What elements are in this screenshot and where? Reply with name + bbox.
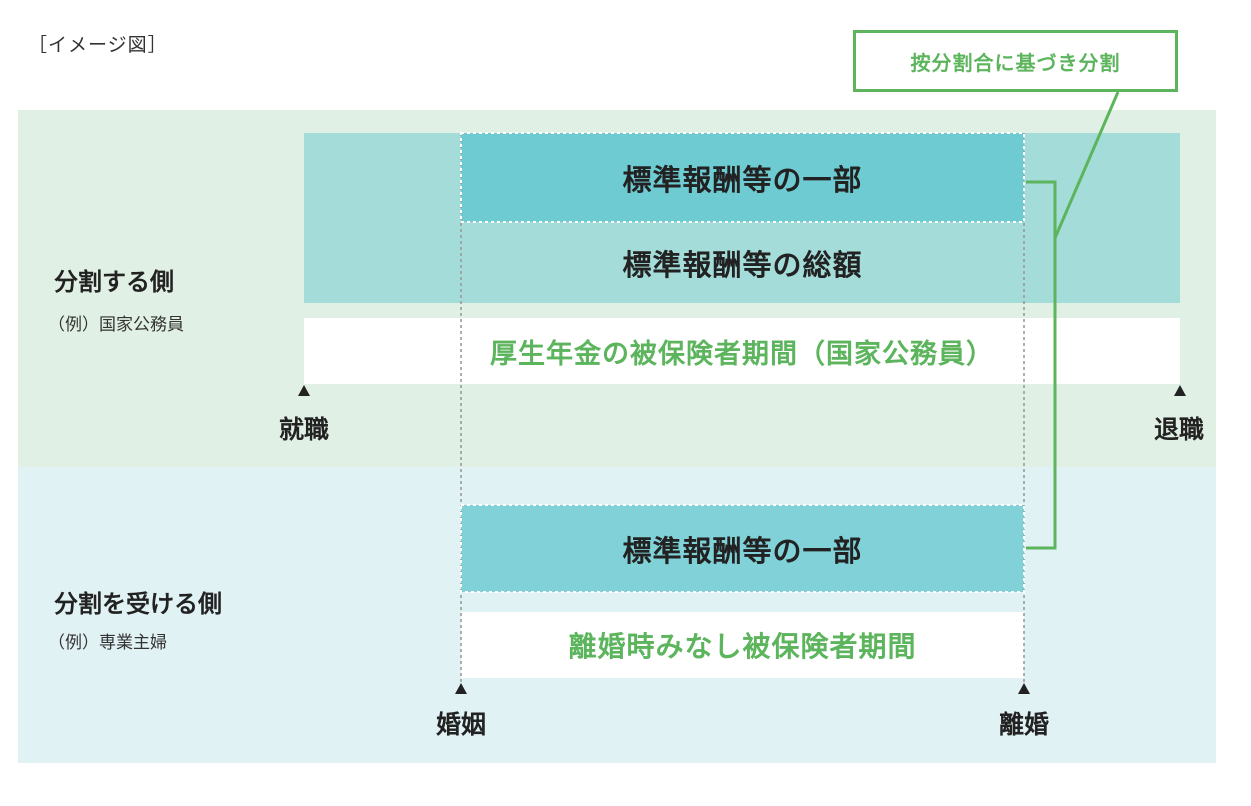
callout-pointer <box>1053 91 1120 239</box>
divided-portion-label-top: 標準報酬等の一部 <box>622 162 863 197</box>
retirement-marker <box>1174 385 1186 396</box>
portion-bottom-outline <box>460 504 1025 593</box>
deemed-insured-period-label: 離婚時みなし被保険者期間 <box>568 630 917 663</box>
receiver-title: 分割を受ける側 <box>54 590 222 618</box>
split-bracket <box>1026 180 1057 550</box>
divorce-marker <box>1018 683 1030 694</box>
receiver-example: （例）専業主婦 <box>48 633 167 653</box>
split-ratio-callout: 按分割合に基づき分割 <box>853 30 1178 92</box>
divided-portion-block-top <box>461 133 1024 222</box>
image-label: ［イメージ図］ <box>28 34 168 56</box>
start-employment-label: 就職 <box>278 415 329 444</box>
start-employment-marker <box>298 385 310 396</box>
total-remuneration-label: 標準報酬等の総額 <box>622 247 863 282</box>
marriage-marker <box>455 683 467 694</box>
marriage-label: 婚姻 <box>435 710 486 739</box>
insured-period-label: 厚生年金の被保険者期間（国家公務員） <box>490 338 994 370</box>
divorce-label: 離婚 <box>998 710 1049 739</box>
divided-portion-label-bottom: 標準報酬等の一部 <box>622 533 863 568</box>
portion-top-outline <box>460 132 1025 223</box>
divider-example: （例）国家公務員 <box>48 315 184 335</box>
retirement-label: 退職 <box>1153 415 1204 444</box>
insured-period-bar <box>304 318 1180 384</box>
divided-portion-block-bottom <box>461 505 1024 592</box>
deemed-insured-period-bar <box>461 612 1024 678</box>
divider-title: 分割する側 <box>54 268 174 296</box>
